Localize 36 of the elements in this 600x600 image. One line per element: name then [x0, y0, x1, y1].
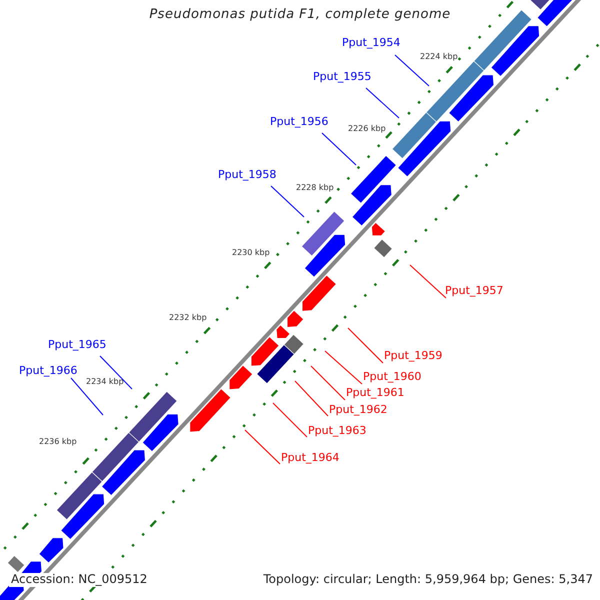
leader-line [244, 430, 280, 464]
scale-label: 2232 kbp [169, 313, 207, 322]
scale-label: 2228 kbp [296, 183, 334, 192]
leader-line [270, 186, 304, 218]
leader-line [322, 132, 356, 166]
scale-label: 2230 kbp [232, 248, 270, 258]
leader-line [310, 366, 346, 400]
gene-label: Pput_1960 [363, 371, 422, 384]
gene-label: Pput_1957 [445, 285, 504, 298]
leader-line [324, 350, 362, 384]
scale-label: 2236 kbp [39, 437, 77, 446]
scale-label: 2234 kbp [86, 377, 124, 386]
leader-line [70, 378, 104, 416]
gene-label: Pput_1961 [346, 387, 404, 400]
gene-label: Pput_1959 [384, 350, 442, 363]
gene-label: Pput_1956 [270, 116, 328, 129]
gene-label: Pput_1955 [313, 71, 372, 84]
scale-label: 2226 kbp [348, 124, 386, 134]
gene-label: Pput_1958 [218, 169, 276, 182]
leader-line [410, 264, 446, 298]
leader-line [348, 328, 384, 364]
gene-label: Pput_1965 [48, 339, 106, 352]
leader-line [394, 54, 430, 86]
gene-label: Pput_1966 [19, 365, 78, 378]
leader-line [294, 380, 328, 416]
leader-line [272, 402, 308, 438]
gene-label: Pput_1964 [281, 452, 340, 465]
scale-label: 2224 kbp [420, 52, 458, 62]
gene-label: Pput_1962 [329, 404, 388, 417]
gene-label: Pput_1963 [308, 425, 366, 438]
leader-line [100, 356, 132, 390]
gene-label: Pput_1954 [342, 37, 400, 50]
leader-line [366, 88, 400, 118]
genome-info-text: Topology: circular; Length: 5,959,964 bp; Genes: 5,347 [263, 573, 593, 587]
title: Pseudomonas putida F1, complete genome [148, 8, 452, 23]
accession-text: Accession: NC_009512 [9, 573, 150, 587]
